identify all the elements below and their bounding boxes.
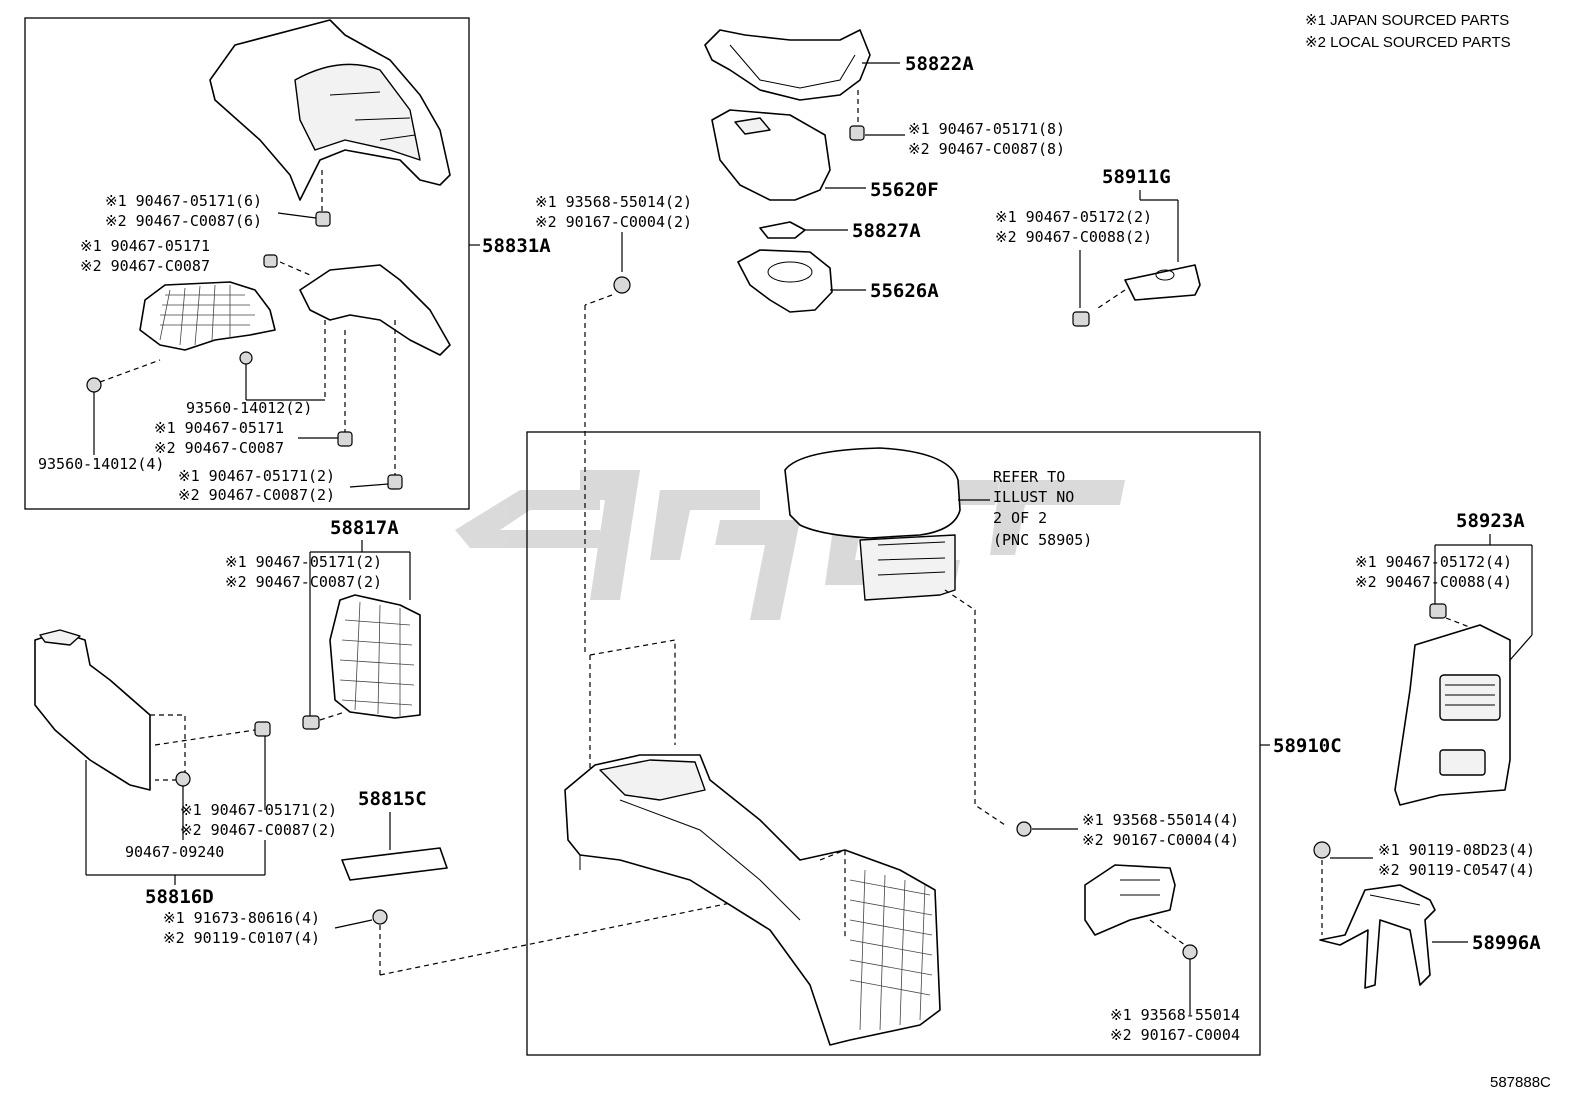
clip-icon xyxy=(263,254,278,268)
pnc-58911G[interactable]: 58911G xyxy=(1102,166,1171,188)
armrest-part[interactable] xyxy=(784,447,961,601)
pnc-58827A[interactable]: 58827A xyxy=(852,220,921,242)
label-d2[interactable]: ※2 90467-C0087 xyxy=(154,439,284,457)
label-m2[interactable]: ※2 90167-C0004(4) xyxy=(1082,831,1239,849)
label-p2[interactable]: ※2 90119-C0547(4) xyxy=(1378,861,1535,879)
diagram-code: 587888C xyxy=(1490,1074,1551,1091)
label-j1[interactable]: ※1 90467-05171(2) xyxy=(225,553,382,571)
label-p1[interactable]: ※1 90119-08D23(4) xyxy=(1378,841,1535,859)
clip-icon xyxy=(1072,311,1090,327)
bolt-icon xyxy=(613,276,631,294)
pnc-58996A[interactable]: 58996A xyxy=(1472,932,1541,954)
label-l1[interactable]: ※1 91673-80616(4) xyxy=(163,909,320,927)
clip-icon xyxy=(337,431,353,447)
label-g1[interactable]: ※1 93568-55014(2) xyxy=(535,193,692,211)
label-h1[interactable]: ※1 90467-05171(8) xyxy=(908,120,1065,138)
label-f1[interactable]: ※1 90467-05171(2) xyxy=(178,467,335,485)
clip-icon xyxy=(254,721,271,737)
part-55626A[interactable] xyxy=(737,249,833,313)
pnc-58815C[interactable]: 58815C xyxy=(358,788,427,810)
bolt-icon xyxy=(175,771,191,787)
part-58822A[interactable] xyxy=(704,29,871,101)
bolt-icon xyxy=(1313,841,1331,859)
label-f2[interactable]: ※2 90467-C0087(2) xyxy=(178,486,335,504)
refer-note-line2: ILLUST NO xyxy=(993,488,1074,506)
label-n1[interactable]: ※1 93568-55014 xyxy=(1110,1006,1240,1024)
label-i2[interactable]: ※2 90467-C0088(2) xyxy=(995,228,1152,246)
pnc-58923A[interactable]: 58923A xyxy=(1456,510,1525,532)
pnc-58817A[interactable]: 58817A xyxy=(330,517,399,539)
label-a1[interactable]: ※1 90467-05171(6) xyxy=(105,192,262,210)
clip-icon xyxy=(1429,603,1447,619)
part-58923A[interactable] xyxy=(1394,624,1511,806)
label-d1[interactable]: ※1 90467-05171 xyxy=(154,419,284,437)
console-box-part[interactable] xyxy=(564,754,941,1046)
label-h2[interactable]: ※2 90467-C0087(8) xyxy=(908,140,1065,158)
label-a2[interactable]: ※2 90467-C0087(6) xyxy=(105,212,262,230)
note-japan-sourced: ※1 JAPAN SOURCED PARTS xyxy=(1305,12,1509,29)
clip-icon xyxy=(302,715,320,730)
label-o2[interactable]: ※2 90467-C0088(4) xyxy=(1355,573,1512,591)
bolt-icon xyxy=(239,351,253,365)
part-58996A[interactable] xyxy=(1319,884,1436,989)
pnc-58831A[interactable]: 58831A xyxy=(482,235,551,257)
bolt-icon xyxy=(372,909,388,925)
note-local-sourced: ※2 LOCAL SOURCED PARTS xyxy=(1305,34,1511,51)
pnc-58822A[interactable]: 58822A xyxy=(905,53,974,75)
label-e1[interactable]: 93560-14012(4) xyxy=(38,455,164,473)
group-box-58831A xyxy=(24,17,470,510)
upper-console-panel-part[interactable] xyxy=(209,19,451,201)
label-n2[interactable]: ※2 90167-C0004 xyxy=(1110,1026,1240,1044)
clip-icon xyxy=(387,474,403,490)
label-c1[interactable]: 93560-14012(2) xyxy=(186,399,312,417)
bolt-icon xyxy=(1016,821,1032,837)
pnc-55620F[interactable]: 55620F xyxy=(870,179,939,201)
refer-note-line3: 2 OF 2 xyxy=(993,509,1047,527)
refer-note-line4: (PNC 58905) xyxy=(993,531,1092,549)
label-k1[interactable]: ※1 90467-05171(2) xyxy=(180,801,337,819)
bracket-part[interactable] xyxy=(1084,864,1176,936)
label-b2[interactable]: ※2 90467-C0087 xyxy=(80,257,210,275)
label-l2[interactable]: ※2 90119-C0107(4) xyxy=(163,929,320,947)
clip-icon xyxy=(315,211,331,227)
label-g2[interactable]: ※2 90167-C0004(2) xyxy=(535,213,692,231)
label-o1[interactable]: ※1 90467-05172(4) xyxy=(1355,553,1512,571)
bolt-icon xyxy=(86,377,102,393)
console-lower-panel-part[interactable] xyxy=(139,264,451,356)
label-k2[interactable]: ※2 90467-C0087(2) xyxy=(180,821,337,839)
label-k3[interactable]: 90467-09240 xyxy=(125,843,224,861)
refer-note-line1: REFER TO xyxy=(993,468,1065,486)
group-box-58910C xyxy=(526,431,1261,1056)
part-55620F[interactable] xyxy=(711,109,831,201)
bolt-icon xyxy=(1182,944,1198,960)
clip-icon xyxy=(849,125,865,141)
part-58911G[interactable] xyxy=(1124,264,1201,301)
label-i1[interactable]: ※1 90467-05172(2) xyxy=(995,208,1152,226)
part-58816D[interactable] xyxy=(34,629,151,791)
pnc-55626A[interactable]: 55626A xyxy=(870,280,939,302)
label-m1[interactable]: ※1 93568-55014(4) xyxy=(1082,811,1239,829)
pnc-58816D[interactable]: 58816D xyxy=(145,886,214,908)
part-58817A[interactable] xyxy=(329,594,421,719)
part-58815C[interactable] xyxy=(341,847,448,881)
pnc-58910C[interactable]: 58910C xyxy=(1273,735,1342,757)
label-b1[interactable]: ※1 90467-05171 xyxy=(80,237,210,255)
label-j2[interactable]: ※2 90467-C0087(2) xyxy=(225,573,382,591)
part-58827A[interactable] xyxy=(759,221,806,239)
